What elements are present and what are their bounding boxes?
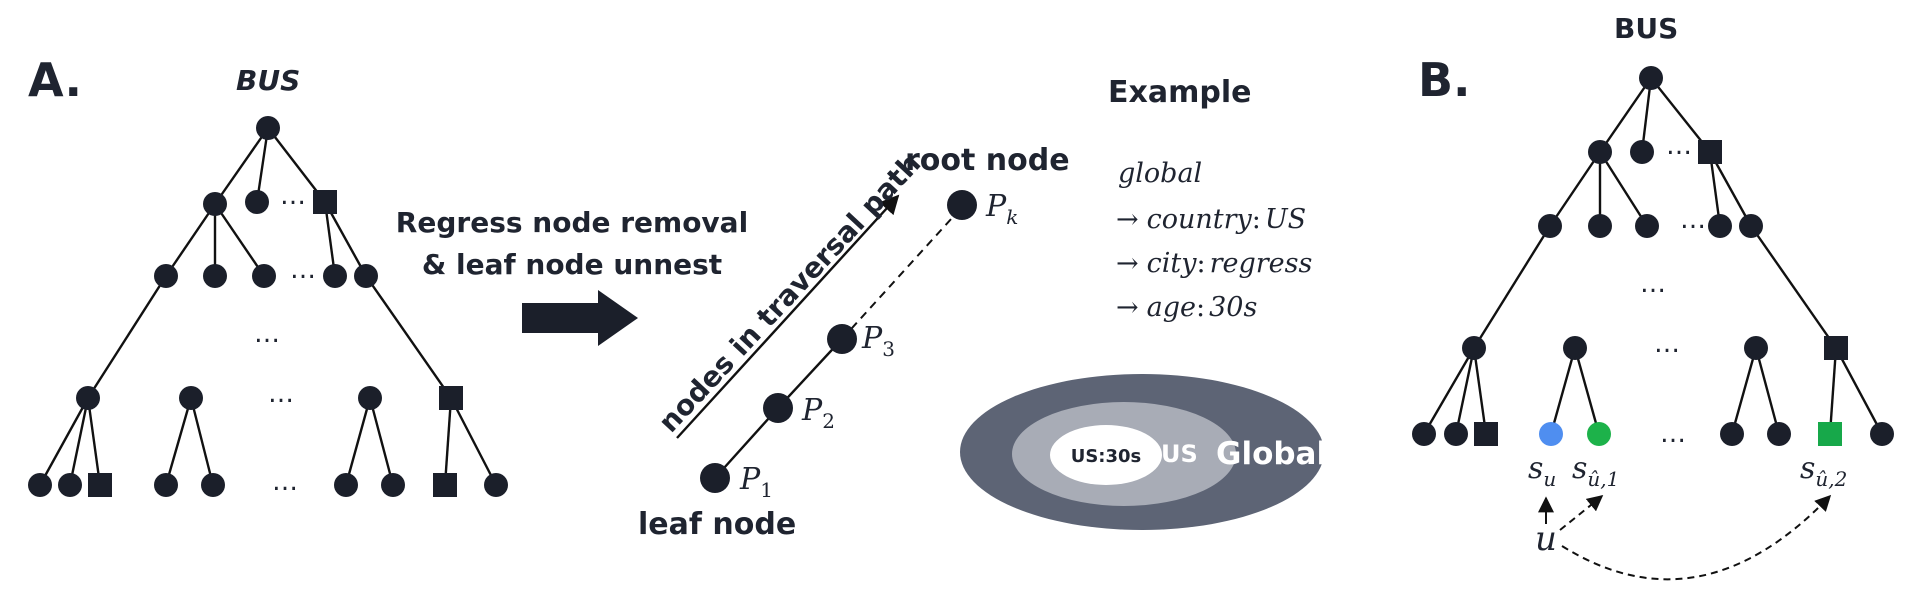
path-node-p1 (700, 463, 730, 493)
path-node-label: P3 (861, 321, 895, 361)
path-node-p2 (763, 393, 793, 423)
tree-leaf-square (439, 386, 463, 410)
ellipsis: … (1660, 419, 1686, 449)
panel-a-tree-title: BUS (236, 64, 300, 97)
tree-node (1870, 422, 1894, 446)
tree-node (334, 473, 358, 497)
tree-node (323, 264, 347, 288)
venn-us-label: US (1161, 440, 1198, 468)
panel-b-ellipses: … … … … … (1640, 131, 1706, 449)
example-title: Example (1108, 75, 1251, 110)
panel-b-tree-nodes (1412, 66, 1894, 446)
ellipsis: … (272, 467, 298, 497)
tree-leaf-square (1698, 140, 1722, 164)
ellipsis: … (1680, 205, 1706, 235)
tree-node (381, 473, 405, 497)
root-node-label: root node (905, 143, 1070, 178)
tree-node (1708, 214, 1732, 238)
tree-leaf-square (1824, 336, 1848, 360)
tree-node (1739, 214, 1763, 238)
tree-node (1462, 336, 1486, 360)
u-to-su2-dashed-arrow (1561, 494, 1832, 581)
tree-node (203, 264, 227, 288)
s-u-label: su (1528, 451, 1556, 491)
tree-node (154, 264, 178, 288)
tree-node (76, 386, 100, 410)
u-to-su1-dashed-arrow (1559, 494, 1604, 531)
tree-leaf-square (313, 190, 337, 214)
ellipsis: … (1666, 131, 1692, 161)
panel-a: A. BUS (28, 53, 508, 497)
ellipsis: … (1654, 329, 1680, 359)
tree-leaf-square (1474, 422, 1498, 446)
tree-node (256, 116, 280, 140)
process-line-2: & leaf node unnest (422, 248, 722, 281)
traversal-arrow (676, 194, 900, 439)
tree-node (1635, 214, 1659, 238)
path-node-label: P1 (739, 462, 773, 502)
tree-node (245, 190, 269, 214)
ellipsis: … (1640, 269, 1666, 299)
venn-us-30s (1050, 425, 1162, 485)
tree-node (1412, 422, 1436, 446)
ellipsis: … (290, 255, 316, 285)
panel-b-tree-edges (1422, 77, 1884, 435)
process-line-1: Regress node removal (396, 206, 748, 239)
venn-global-label: Global (1216, 436, 1327, 472)
leaf-node-label: leaf node (638, 507, 796, 542)
example-line-country: →country:US (1116, 204, 1306, 235)
tree-node-su1-green (1587, 422, 1611, 446)
s-u-hat-1-label: sû,1 (1572, 451, 1619, 491)
tree-leaf-square (433, 473, 457, 497)
tree-node (1588, 214, 1612, 238)
panel-a-ellipses: … … … … … (254, 181, 316, 497)
panel-a-label: A. (28, 53, 82, 107)
tree-node (1588, 140, 1612, 164)
path-node-label: P2 (801, 393, 835, 433)
tree-node (354, 264, 378, 288)
tree-leaf-square-su2-green (1818, 422, 1842, 446)
tree-node (1767, 422, 1791, 446)
path-node-label: Pk (985, 189, 1018, 229)
example-box: Example global →country:US →city:regress… (960, 75, 1327, 530)
tree-node (154, 473, 178, 497)
tree-node (252, 264, 276, 288)
tree-node-su-blue (1539, 422, 1563, 446)
tree-node (28, 473, 52, 497)
tree-node (1630, 140, 1654, 164)
tree-node (203, 192, 227, 216)
s-u-hat-2-label: sû,2 (1800, 451, 1847, 491)
panel-b: B. BUS (1412, 12, 1894, 581)
tree-node (1720, 422, 1744, 446)
panel-a-tree-edges (38, 127, 498, 486)
panel-b-label: B. (1418, 53, 1471, 107)
tree-node (1538, 214, 1562, 238)
venn-us-30s-label: US:30s (1071, 446, 1142, 467)
ellipsis: … (254, 319, 280, 349)
ellipsis: … (268, 379, 294, 409)
path-node-p3 (827, 324, 857, 354)
ellipsis: … (280, 181, 306, 211)
example-line-age: →age:30s (1116, 292, 1257, 323)
tree-node (1744, 336, 1768, 360)
tree-node (1563, 336, 1587, 360)
panel-a-tree-nodes (28, 116, 508, 497)
tree-node (58, 473, 82, 497)
nested-set-venn: Global US US:30s (960, 374, 1327, 530)
tree-node (1444, 422, 1468, 446)
panel-b-tree-title: BUS (1614, 12, 1678, 45)
tree-leaf-square (88, 473, 112, 497)
tree-node (179, 386, 203, 410)
example-line-global: global (1118, 158, 1202, 189)
tree-node (358, 386, 382, 410)
path-node-pk (947, 190, 977, 220)
tree-node (1639, 66, 1663, 90)
process-step: Regress node removal & leaf node unnest (396, 206, 748, 346)
tree-node (201, 473, 225, 497)
example-line-city: →city:regress (1116, 248, 1312, 279)
u-label: u (1535, 519, 1557, 559)
right-arrow-icon (522, 290, 638, 346)
tree-node (484, 473, 508, 497)
